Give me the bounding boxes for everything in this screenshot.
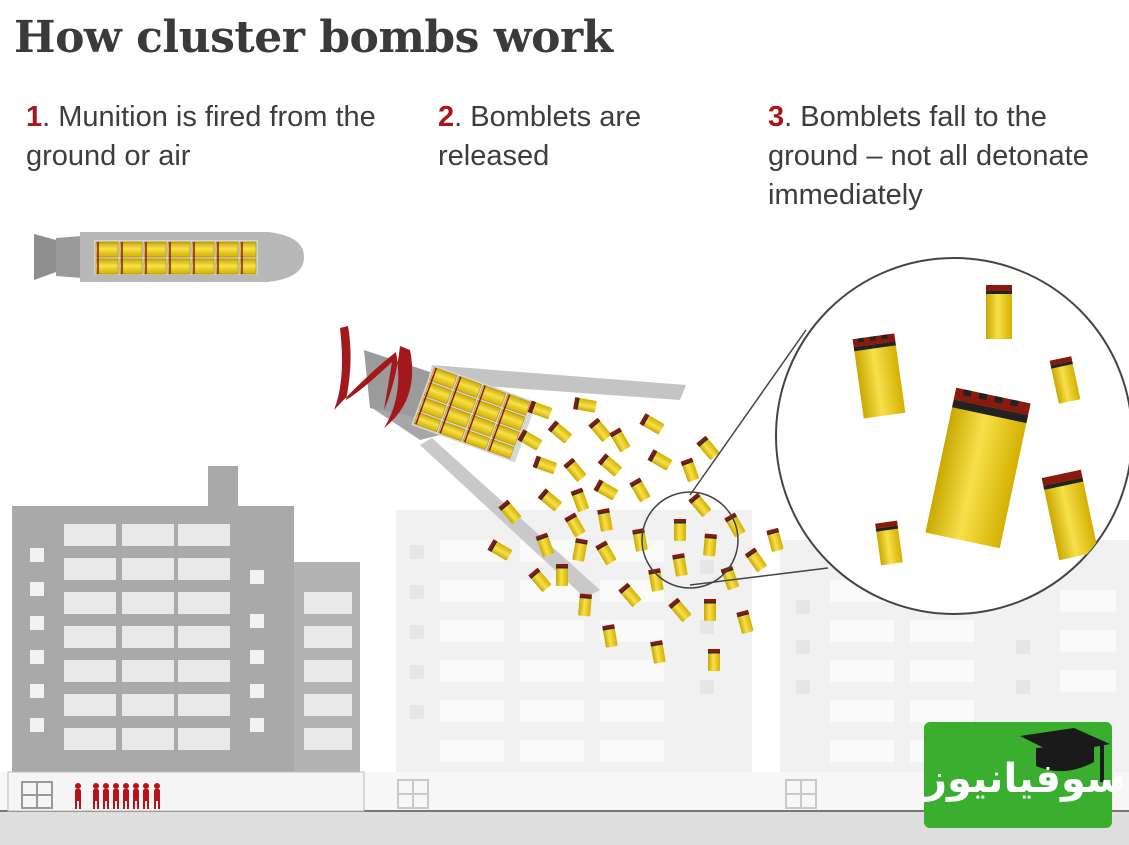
people-silhouettes [75,783,160,809]
watermark-logo: سوفیانیوز [924,722,1126,828]
graduation-cap-icon [1020,728,1110,782]
step-2-number: 2 [438,101,455,133]
step-2-text: . Bomblets are released [438,101,642,172]
faded-building-middle [396,510,752,772]
zoom-callout [641,257,1129,615]
munition-intact [34,232,304,282]
step-2-caption: 2. Bomblets are released [438,98,738,176]
page-title: How cluster bombs work [14,12,613,63]
watermark-text: سوفیانیوز [924,756,1126,802]
step-3-number: 3 [768,101,785,133]
step-1-number: 1 [26,101,43,133]
step-3-text: . Bomblets fall to the ground – not all … [768,101,1089,211]
step-1-text: . Munition is fired from the ground or a… [26,101,376,172]
building [7,466,365,812]
zoom-source-circle [641,491,739,589]
step-1-caption: 1. Munition is fired from the ground or … [26,98,406,176]
step-3-caption: 3. Bomblets fall to the ground – not all… [768,98,1128,215]
